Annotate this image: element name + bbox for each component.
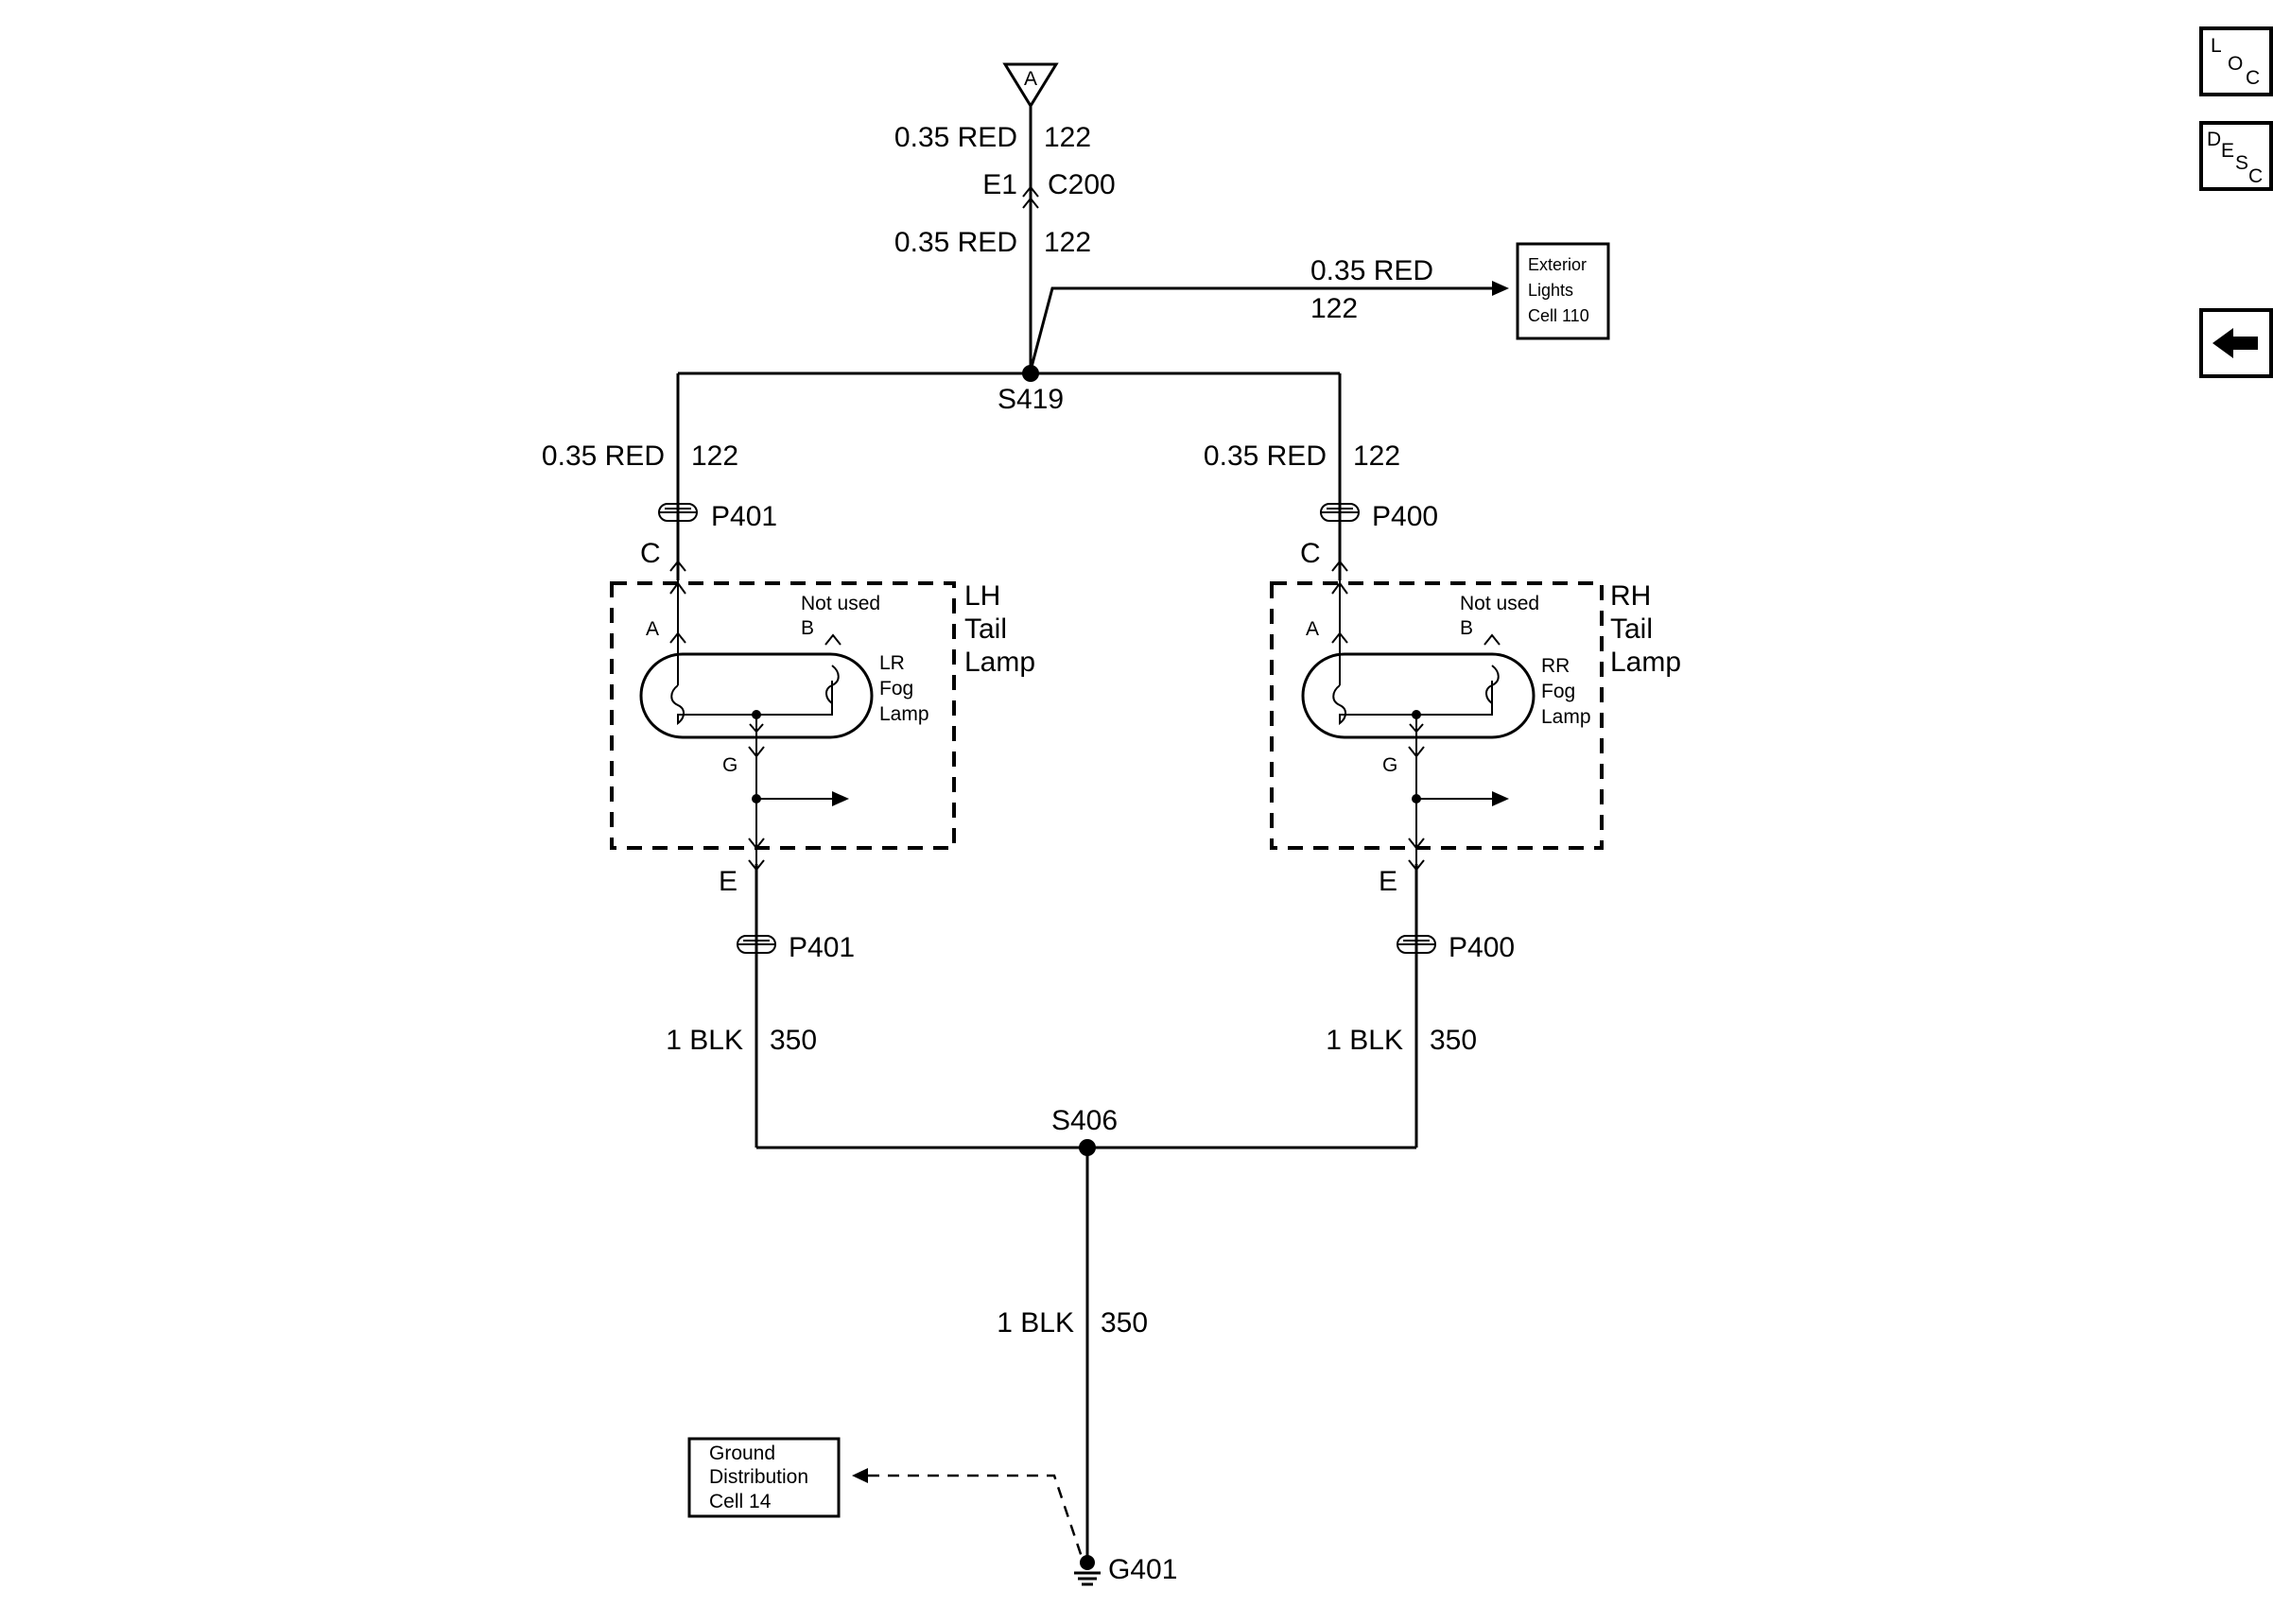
left-pin-c-label: C xyxy=(640,538,661,569)
branch-wire-circuit: 122 xyxy=(1310,293,1358,324)
c200-connector-label: C200 xyxy=(1048,169,1116,200)
left-p401-bottom-connector-symbol xyxy=(737,935,776,954)
right-wire-circuit: 122 xyxy=(1353,441,1400,472)
left-pin-e-label: E xyxy=(719,866,737,897)
desc-letter-c: C xyxy=(2248,165,2263,187)
right-assembly-line1: RH xyxy=(1610,580,1651,612)
desc-letter-e: E xyxy=(2221,140,2234,162)
loc-letter-o: O xyxy=(2228,53,2243,75)
right-pin-g-label: G xyxy=(1382,754,1397,776)
left-pin-a-label: A xyxy=(646,618,659,640)
mid-wire-gauge-color: 0.35 RED xyxy=(894,227,1017,258)
left-assembly-line2: Tail xyxy=(964,613,1007,645)
left-assembly-line1: LH xyxy=(964,580,1000,612)
top-wire-circuit: 122 xyxy=(1044,122,1091,153)
exterior-lights-arrowhead xyxy=(1492,281,1509,296)
branch-wire-gauge-color: 0.35 RED xyxy=(1310,255,1433,286)
left-lamp-line3: Lamp xyxy=(879,703,929,725)
right-ground-wire-gauge-color: 1 BLK xyxy=(1326,1025,1403,1056)
right-lamp-line1: RR xyxy=(1541,655,1570,677)
c200-pin-label: E1 xyxy=(982,169,1017,200)
right-pin-b-label: B xyxy=(1460,617,1473,639)
left-pin-g-label: G xyxy=(722,754,737,776)
right-not-used-label: Not used xyxy=(1460,593,1539,614)
right-lamp-line3: Lamp xyxy=(1541,706,1591,728)
right-pin-c-label: C xyxy=(1300,538,1321,569)
desc-letter-d: D xyxy=(2207,129,2221,150)
exterior-lights-reference-box[interactable]: Exterior Lights Cell 110 xyxy=(1516,242,1610,340)
right-pin-a-label: A xyxy=(1306,618,1319,640)
right-tail-lamp-assembly-outline xyxy=(1270,581,1604,850)
splice-s419-label: S419 xyxy=(998,384,1064,415)
loc-letter-c: C xyxy=(2246,67,2260,89)
right-lamp-line2: Fog xyxy=(1541,681,1575,702)
ground-reference-arrowhead xyxy=(852,1468,868,1483)
right-fog-lamp-bulb-symbol xyxy=(1301,652,1536,739)
left-p401-top-connector-symbol xyxy=(658,503,698,522)
back-button[interactable] xyxy=(2199,308,2273,378)
right-wire-gauge-color: 0.35 RED xyxy=(1204,441,1327,472)
ground-g401-label: G401 xyxy=(1108,1554,1177,1585)
right-assembly-line2: Tail xyxy=(1610,613,1653,645)
left-p401-top-label: P401 xyxy=(711,501,777,532)
exterior-lights-wire xyxy=(1029,286,1494,371)
right-pin-e-label: E xyxy=(1379,866,1397,897)
ground-box-line1: Ground xyxy=(709,1443,775,1464)
source-marker-label: A xyxy=(1024,68,1037,90)
left-wire-gauge-color: 0.35 RED xyxy=(542,441,665,472)
exterior-lights-line3: Cell 110 xyxy=(1528,306,1589,325)
source-marker-triangle xyxy=(1002,62,1059,109)
desc-letter-s: S xyxy=(2235,152,2248,174)
exterior-lights-line1: Exterior xyxy=(1528,255,1587,274)
main-ground-wire-circuit: 350 xyxy=(1101,1307,1148,1339)
splice-s419-dot xyxy=(1022,365,1039,382)
left-wire-circuit: 122 xyxy=(691,441,738,472)
left-assembly-line3: Lamp xyxy=(964,647,1035,678)
exterior-lights-line2: Lights xyxy=(1528,281,1573,300)
left-tail-lamp-assembly-outline xyxy=(610,581,956,850)
right-p400-top-label: P400 xyxy=(1372,501,1438,532)
ground-symbol-icon xyxy=(1074,1555,1101,1586)
splice-s406-label: S406 xyxy=(1051,1105,1118,1136)
left-pin-c-connector-symbol xyxy=(669,560,686,572)
ground-box-line3: Cell 14 xyxy=(709,1491,772,1512)
loc-letter-l: L xyxy=(2211,35,2222,57)
left-ground-wire-gauge-color: 1 BLK xyxy=(666,1025,743,1056)
loc-button[interactable]: L O C xyxy=(2199,26,2273,96)
right-ground-wire-circuit: 350 xyxy=(1430,1025,1477,1056)
left-p401-bottom-label: P401 xyxy=(789,932,855,963)
ground-box-line2: Distribution xyxy=(709,1466,808,1488)
mid-wire-circuit: 122 xyxy=(1044,227,1091,258)
main-ground-wire-gauge-color: 1 BLK xyxy=(997,1307,1074,1339)
ground-distribution-reference-box[interactable]: Ground Distribution Cell 14 xyxy=(687,1437,841,1518)
back-arrow-icon xyxy=(2212,328,2258,358)
right-assembly-line3: Lamp xyxy=(1610,647,1681,678)
left-fog-lamp-bulb-symbol xyxy=(639,652,874,739)
left-not-used-label: Not used xyxy=(801,593,880,614)
left-lamp-line1: LR xyxy=(879,652,905,674)
right-p400-bottom-connector-symbol xyxy=(1397,935,1436,954)
right-pin-c-connector-symbol xyxy=(1331,560,1348,572)
left-lamp-line2: Fog xyxy=(879,678,913,700)
right-p400-top-connector-symbol xyxy=(1320,503,1360,522)
top-wire-gauge-color: 0.35 RED xyxy=(894,122,1017,153)
c200-connector-symbol xyxy=(1022,185,1039,209)
desc-button[interactable]: D E S C xyxy=(2199,121,2273,191)
left-ground-wire-circuit: 350 xyxy=(770,1025,817,1056)
left-pin-b-label: B xyxy=(801,617,814,639)
ground-reference-dashed-line xyxy=(868,1474,1084,1561)
right-p400-bottom-label: P400 xyxy=(1449,932,1515,963)
